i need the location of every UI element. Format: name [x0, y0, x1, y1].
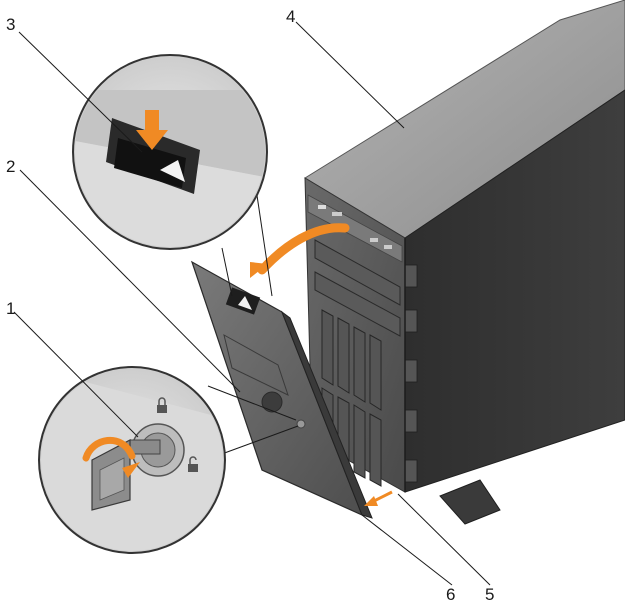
- usb-port-icon: [384, 245, 392, 249]
- usb-port-icon: [332, 212, 342, 216]
- callout-3: 3: [6, 15, 15, 34]
- latch-magnifier: [72, 54, 273, 297]
- hinge-arrow: [364, 490, 393, 506]
- callout-6: 6: [446, 585, 455, 604]
- leader-lines: [13, 21, 491, 586]
- front-bezel[interactable]: [190, 260, 373, 519]
- unlock-icon: [188, 456, 198, 472]
- tower-server: [304, 0, 625, 525]
- callout-5: 5: [485, 585, 494, 604]
- keylock[interactable]: [296, 419, 306, 429]
- usb-port-icon: [370, 238, 378, 242]
- logo-badge: [261, 391, 283, 413]
- power-button-icon: [318, 205, 326, 209]
- callout-4: 4: [286, 7, 295, 26]
- callout-1: 1: [6, 299, 15, 318]
- keylock-magnifier: [38, 366, 299, 554]
- callout-2: 2: [6, 157, 15, 176]
- swing-direction-arrow: [257, 223, 350, 275]
- lock-icon: [157, 397, 167, 413]
